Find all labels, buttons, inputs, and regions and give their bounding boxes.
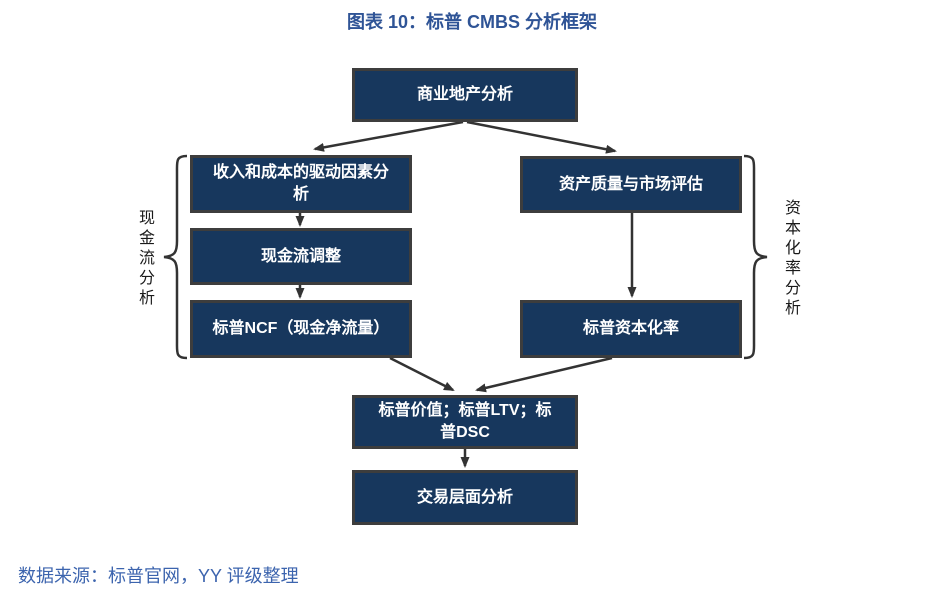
node-label: 现金流调整 [260,247,341,265]
node-sp-cap-rate: 标普资本化率 [520,300,742,358]
node-commercial-real-estate-analysis: 商业地产分析 [352,68,578,122]
node-label: 资产质量与市场评估 [558,175,703,193]
node-income-cost-driver-analysis: 收入和成本的驱动因素分析 [190,155,412,213]
node-transaction-level-analysis: 交易层面分析 [352,470,578,525]
node-label: 标普价值；标普LTV；标普DSC [378,402,552,441]
left-brace [163,154,188,360]
arrow-left3-to-merge [389,356,455,392]
figure-title: 图表 10：标普 CMBS 分析框架 [346,12,598,32]
arrow-top-to-left1 [313,120,464,152]
node-label: 商业地产分析 [416,86,513,104]
side-label-cap-rate-analysis: 资本化率分析 [782,199,799,319]
arrow-top-to-right1 [466,120,617,154]
node-cash-flow-adjustment: 现金流调整 [190,228,412,285]
arrow-right2-to-merge [475,356,613,393]
node-label: 标普NCF（现金净流量） [212,320,390,338]
right-brace [743,154,768,360]
data-source-note: 数据来源：标普官网，YY 评级整理 [18,566,299,586]
node-label: 标普资本化率 [582,320,679,338]
node-label: 交易层面分析 [416,488,513,506]
node-sp-ncf: 标普NCF（现金净流量） [190,300,412,358]
side-label-cash-flow-analysis: 现金流分析 [136,209,153,309]
node-sp-value-ltv-dsc: 标普价值；标普LTV；标普DSC [352,395,578,449]
node-label: 收入和成本的驱动因素分析 [212,164,389,203]
node-asset-quality-market-assessment: 资产质量与市场评估 [520,156,742,213]
